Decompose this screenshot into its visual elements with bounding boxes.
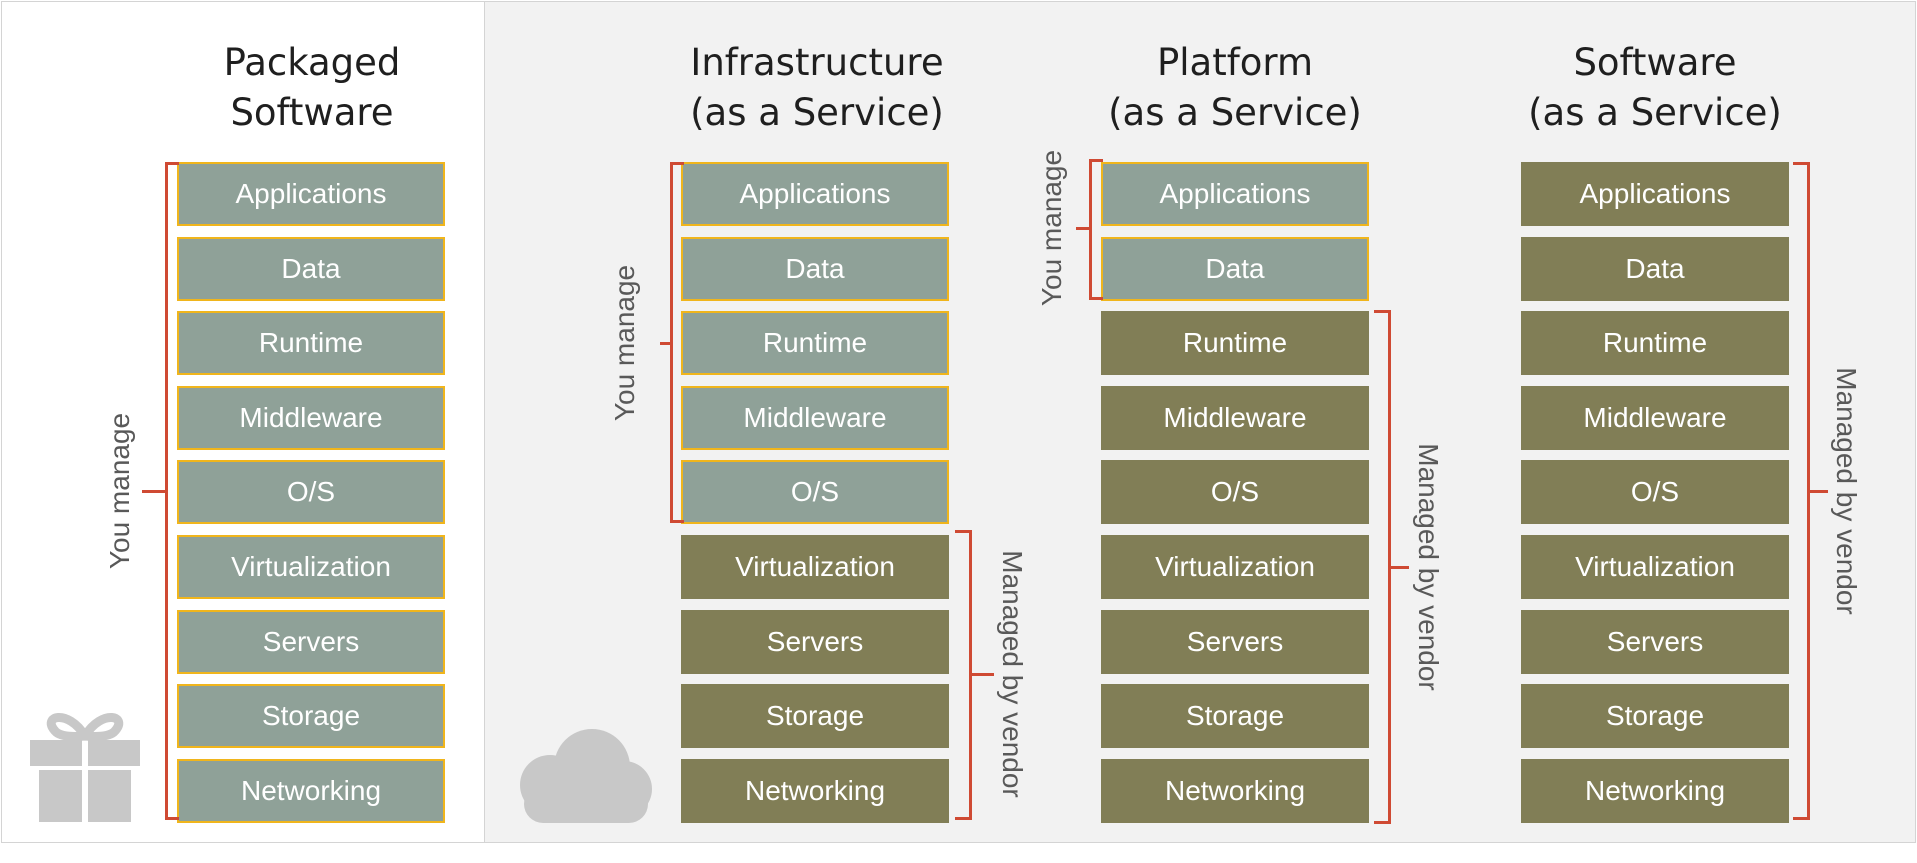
paas-vendor-brace (1388, 310, 1391, 824)
packaged-you-brace-tick (142, 490, 165, 493)
packaged-layer-runtime: Runtime (177, 311, 445, 375)
paas-managed-by-vendor-label: Managed by vendor (1413, 443, 1444, 691)
iaas-layer-networking: Networking (681, 759, 949, 823)
iaas-layer-runtime: Runtime (681, 311, 949, 375)
paas-vendor-brace-bottom (1374, 821, 1388, 824)
packaged-layer-data: Data (177, 237, 445, 301)
paas-layer-middleware: Middleware (1101, 386, 1369, 450)
paas-vendor-brace-tick (1391, 566, 1409, 569)
packaged-layer-o-s: O/S (177, 460, 445, 524)
paas-layer-storage: Storage (1101, 684, 1369, 748)
iaas-you-brace-bottom (670, 520, 684, 523)
iaas-you-brace-top (670, 162, 684, 165)
paas-layer-data: Data (1101, 237, 1369, 301)
packaged-layer-middleware: Middleware (177, 386, 445, 450)
saas-vendor-brace (1807, 162, 1810, 820)
paas-layer-servers: Servers (1101, 610, 1369, 674)
paas-you-brace (1089, 159, 1092, 300)
iaas-layer-applications: Applications (681, 162, 949, 226)
iaas-layer-virtualization: Virtualization (681, 535, 949, 599)
paas-layer-virtualization: Virtualization (1101, 535, 1369, 599)
packaged-layer-virtualization: Virtualization (177, 535, 445, 599)
iaas-you-brace-tick (660, 342, 670, 345)
iaas-vendor-brace-bottom (955, 817, 969, 820)
saas-layer-runtime: Runtime (1521, 311, 1789, 375)
packaged-layer-storage: Storage (177, 684, 445, 748)
saas-layer-storage: Storage (1521, 684, 1789, 748)
paas-layer-o-s: O/S (1101, 460, 1369, 524)
packaged-you-brace (165, 162, 168, 820)
paas-layer-networking: Networking (1101, 759, 1369, 823)
saas-title: Software(as a Service) (1528, 41, 1782, 134)
saas-layer-servers: Servers (1521, 610, 1789, 674)
iaas-you-brace (670, 162, 673, 523)
paas-you-brace-tick (1076, 227, 1089, 230)
packaged-you-brace-top (165, 162, 179, 165)
iaas-vendor-brace-tick (972, 673, 994, 676)
saas-layer-networking: Networking (1521, 759, 1789, 823)
gift-icon (30, 713, 140, 822)
cloud-icon (520, 729, 652, 823)
saas-layer-middleware: Middleware (1521, 386, 1789, 450)
saas-vendor-brace-tick (1810, 490, 1828, 493)
iaas-layer-o-s: O/S (681, 460, 949, 524)
iaas-layer-servers: Servers (681, 610, 949, 674)
saas-layer-o-s: O/S (1521, 460, 1789, 524)
saas-layer-virtualization: Virtualization (1521, 535, 1789, 599)
paas-layer-applications: Applications (1101, 162, 1369, 226)
packaged-layer-applications: Applications (177, 162, 445, 226)
paas-you-brace-bottom (1089, 297, 1103, 300)
packaged-you-brace-bottom (165, 817, 179, 820)
saas-managed-by-vendor-label: Managed by vendor (1831, 367, 1862, 615)
paas-title: Platform(as a Service) (1108, 41, 1362, 134)
saas-layer-data: Data (1521, 237, 1789, 301)
packaged-you-manage-label: You manage (104, 412, 135, 570)
paas-you-manage-label: You manage (1036, 149, 1067, 307)
packaged-layer-servers: Servers (177, 610, 445, 674)
saas-vendor-brace-top (1793, 162, 1807, 165)
iaas-layer-middleware: Middleware (681, 386, 949, 450)
paas-layer-runtime: Runtime (1101, 311, 1369, 375)
packaged-layer-networking: Networking (177, 759, 445, 823)
paas-vendor-brace-top (1374, 310, 1388, 313)
saas-vendor-brace-bottom (1793, 817, 1807, 820)
iaas-layer-data: Data (681, 237, 949, 301)
iaas-title: Infrastructure(as a Service) (690, 41, 944, 134)
iaas-vendor-brace-top (955, 530, 969, 533)
iaas-managed-by-vendor-label: Managed by vendor (997, 550, 1028, 798)
iaas-you-manage-label: You manage (609, 264, 640, 422)
paas-you-brace-top (1089, 159, 1103, 162)
iaas-vendor-brace (969, 530, 972, 820)
saas-layer-applications: Applications (1521, 162, 1789, 226)
iaas-layer-storage: Storage (681, 684, 949, 748)
